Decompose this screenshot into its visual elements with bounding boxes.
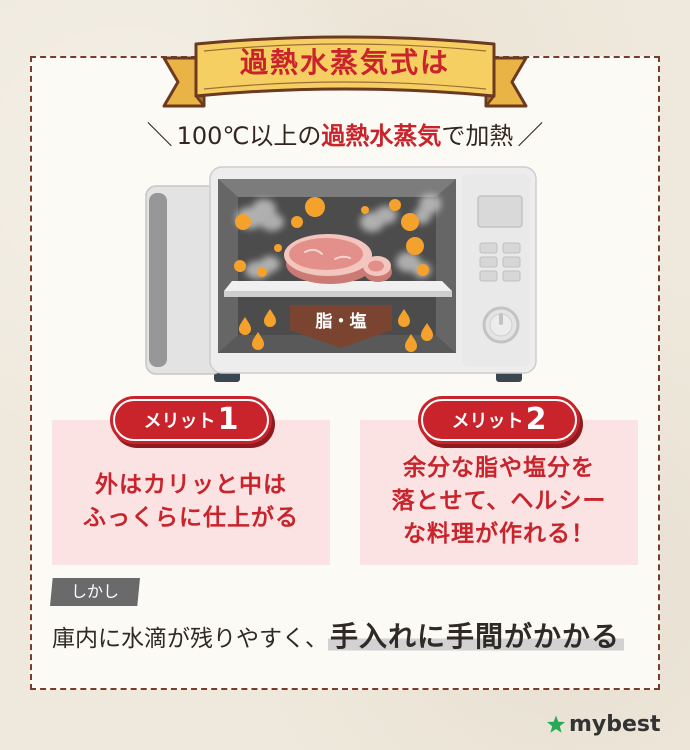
subheading-prefix: 100℃以上の <box>176 122 322 150</box>
heat-particle <box>417 264 429 276</box>
cavity-right-wall <box>436 179 456 353</box>
heat-particle <box>257 267 267 277</box>
fat-salt-arrow-label: 脂・塩 <box>316 311 367 332</box>
subheading-suffix: で加熱 <box>441 122 514 150</box>
fat-drop <box>398 309 410 327</box>
heat-particle <box>305 197 325 217</box>
subheading-deco-right: ／ <box>517 121 544 151</box>
control-button <box>502 270 521 282</box>
steam-clouds <box>236 194 441 279</box>
ribbon-band <box>194 35 496 98</box>
subheading-emphasis: 過熱水蒸気 <box>321 122 442 150</box>
fat-salt-arrow <box>290 305 392 348</box>
steak-lean-top <box>289 238 363 270</box>
control-button <box>479 256 498 268</box>
merit-text-line: 落とせて、ヘルシー <box>391 488 607 514</box>
oven-tray-top <box>224 281 452 291</box>
mybest-logo: mybest <box>546 710 661 740</box>
heat-particle <box>234 260 246 272</box>
heat-particle <box>235 214 251 230</box>
merit-text-line: 外はカリッと中は <box>95 471 287 498</box>
heat-particles <box>234 197 429 277</box>
subheading: ＼100℃以上の過熱水蒸気で加熱／ <box>0 118 690 154</box>
subheading-deco-left: ＼ <box>146 121 173 151</box>
caveat-tag: しかし <box>50 578 140 606</box>
steam-puff <box>260 213 284 231</box>
control-dial-indicator <box>499 313 503 325</box>
fat-drop <box>421 323 433 341</box>
heat-particle <box>401 213 419 231</box>
ribbon-stitch-top <box>203 43 487 52</box>
title-ribbon-banner <box>162 35 528 108</box>
control-button <box>502 242 521 254</box>
star-icon-shape <box>546 715 566 733</box>
merit-badge-label: メリット <box>143 411 216 432</box>
merit-badge-number: 2 <box>525 402 547 437</box>
control-button <box>502 256 521 268</box>
logo-wordmark: mybest <box>569 712 661 737</box>
star-icon <box>546 715 566 733</box>
oven-tray-front <box>224 291 452 297</box>
fat-drop <box>239 317 251 335</box>
fat-drop <box>405 334 417 352</box>
control-display <box>477 195 523 228</box>
microwave-door-inner-edge <box>149 193 167 367</box>
cavity-ceiling <box>218 179 456 197</box>
merit-text-line: ふっくらに仕上がる <box>83 504 299 531</box>
caveat-sentence: 庫内に水滴が残りやすく、手入れに手間がかかる <box>52 616 625 658</box>
merit-text-line: 余分な脂や塩分を <box>403 455 595 481</box>
ribbon-stitch-bottom <box>203 81 487 90</box>
heat-particle <box>274 244 282 252</box>
fat-drop <box>264 309 276 327</box>
steak-tail-lean <box>368 260 384 272</box>
caveat-text-plain: 庫内に水滴が残りやすく、 <box>52 626 328 652</box>
heat-particle <box>361 206 369 214</box>
fat-drop <box>252 332 264 350</box>
heat-particle <box>389 199 401 211</box>
merit-badge-label: メリット <box>451 411 524 432</box>
microwave-illustration: 脂・塩 <box>145 166 537 382</box>
fat-drops <box>239 309 433 352</box>
heat-particle <box>291 216 303 228</box>
cavity-left-wall <box>218 179 238 353</box>
steak-marbling <box>304 248 351 260</box>
banner-title: 過熱水蒸気式は <box>239 46 450 79</box>
merit-badge-number: 1 <box>217 402 239 437</box>
heat-particle <box>406 237 424 255</box>
steam-puff <box>375 206 397 224</box>
control-button <box>479 270 498 282</box>
caveat-text-emphasis: 手入れに手間がかかる <box>328 620 625 653</box>
merit-text-line: な料理が作れる！ <box>403 521 595 547</box>
control-button <box>479 242 498 254</box>
steak <box>284 234 392 284</box>
